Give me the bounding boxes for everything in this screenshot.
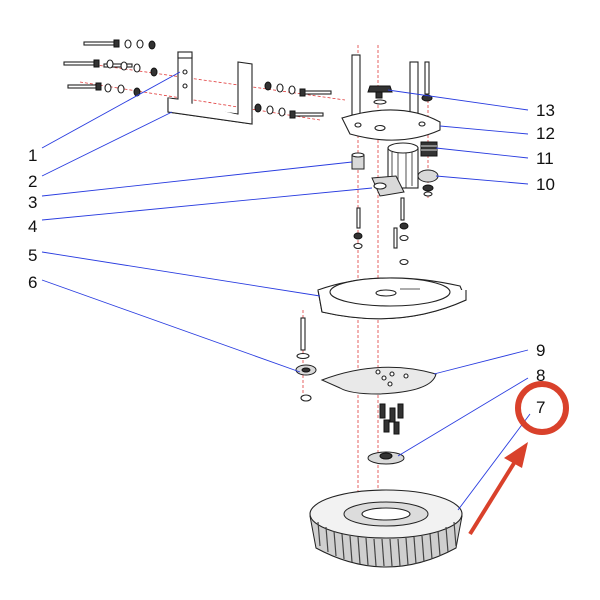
highlight-arrow-shaft — [468, 458, 518, 536]
bolt-row-3 — [67, 82, 141, 97]
clutch-hub — [367, 451, 405, 465]
motor-mount-plate — [341, 54, 441, 141]
spring — [420, 141, 438, 157]
callout-11: 11 — [536, 149, 554, 168]
motor — [371, 142, 419, 197]
callout-1: 1 — [28, 146, 37, 165]
motor-fasteners — [353, 197, 409, 266]
callout-3: 3 — [28, 193, 37, 212]
wing-nut — [367, 85, 393, 105]
leader-7 — [457, 413, 531, 511]
leader-6 — [41, 279, 301, 373]
leader-10 — [435, 175, 529, 185]
callout-5: 5 — [28, 246, 37, 265]
callout-13: 13 — [536, 101, 555, 120]
bolt-row-5 — [254, 103, 324, 119]
leader-4 — [41, 187, 373, 221]
handle-bolt-set — [63, 39, 158, 97]
leader-13 — [387, 89, 529, 111]
bolt-row-1 — [83, 39, 156, 50]
callout-6: 6 — [28, 273, 37, 292]
callout-2: 2 — [28, 172, 37, 191]
callout-8: 8 — [536, 366, 545, 385]
callout-4: 4 — [28, 217, 37, 236]
leader-11 — [435, 147, 529, 159]
leader-8 — [397, 377, 529, 457]
bolt-row-2 — [63, 59, 158, 77]
callout-12: 12 — [536, 124, 555, 143]
leader-lines — [41, 71, 531, 511]
callout-labels: 1 2 3 4 5 6 7 8 9 10 11 12 13 — [28, 101, 555, 417]
bracket-bolt-set — [254, 81, 332, 119]
leader-5 — [41, 251, 321, 297]
long-bolt — [421, 61, 433, 102]
highlight-annotation — [468, 381, 569, 536]
leader-3 — [41, 161, 353, 197]
bolt-row-4 — [264, 81, 332, 97]
callout-7: 7 — [536, 398, 545, 417]
drive-base-housing — [317, 277, 467, 320]
leader-2 — [41, 111, 173, 177]
leader-9 — [433, 349, 529, 375]
pad-driver — [309, 489, 463, 568]
stud-and-damper — [295, 317, 317, 402]
pad-driver-teeth — [317, 521, 457, 567]
callout-9: 9 — [536, 341, 545, 360]
highlight-circle — [515, 381, 569, 435]
leader-12 — [439, 125, 529, 135]
spacer — [351, 152, 365, 170]
handle-bracket — [167, 51, 253, 125]
highlight-arrow-head-icon — [504, 442, 528, 468]
hub-bolts — [379, 403, 404, 435]
pulley — [417, 169, 439, 197]
mounting-plate — [320, 366, 437, 395]
callout-10: 10 — [536, 175, 555, 194]
leader-1 — [41, 71, 181, 149]
